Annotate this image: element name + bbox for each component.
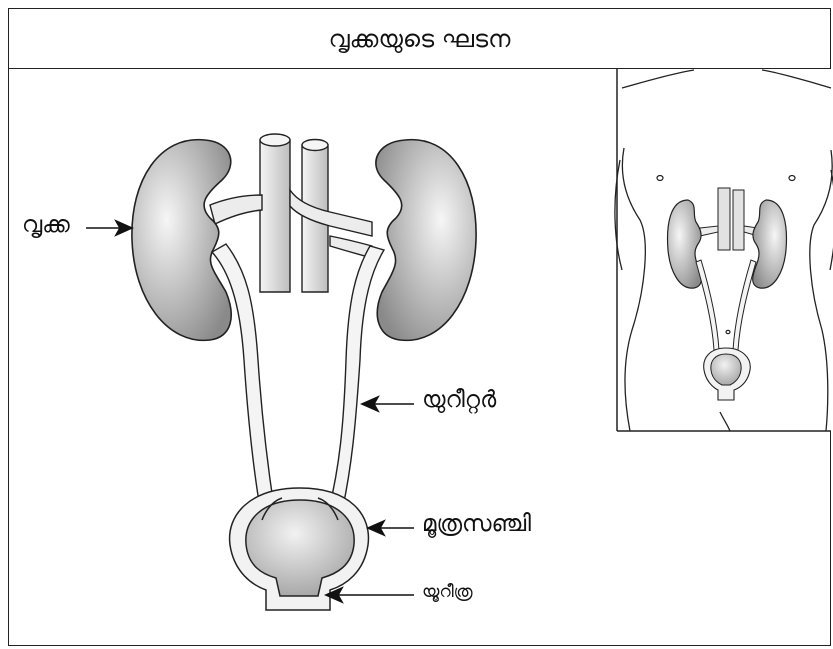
urethra-label: യൂറീത്ര [422, 582, 473, 602]
bladder-label: മൂത്രസഞ്ചി [422, 511, 531, 537]
body-inset-figure [615, 69, 833, 431]
left-kidney [132, 140, 231, 341]
ureters [212, 244, 384, 520]
kidney-label: വൃക്ക [22, 212, 70, 238]
ureter-label: യുറീറ്റർ [422, 387, 496, 413]
right-kidney [376, 140, 476, 341]
urinary-bladder [230, 488, 369, 610]
